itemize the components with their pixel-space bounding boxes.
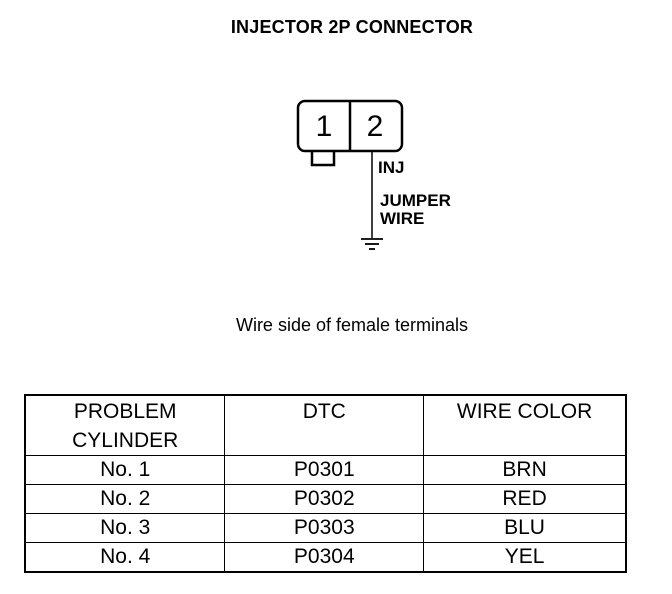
header-wire-color: WIRE COLOR [423,394,627,456]
cell-dtc: P0301 [224,455,425,485]
cell-cylinder: No. 4 [24,542,226,573]
cell-cylinder: No. 1 [24,455,226,485]
pin-1-label: 1 [315,110,333,143]
table-row: No. 4 P0304 YEL [24,542,627,573]
cell-cylinder: No. 2 [24,484,226,514]
inj-label: INJ [378,158,405,177]
pin-2-label: 2 [366,110,384,143]
header-dtc: DTC [224,394,425,456]
cell-dtc: P0304 [224,542,425,573]
jumper-label-line1: JUMPER [380,191,451,210]
cell-wire-color: RED [423,484,627,514]
header-col1-line2: CYLINDER [72,429,179,452]
header-col1-line1: PROBLEM [73,400,177,423]
table-header-row: PROBLEM CYLINDER DTC WIRE COLOR [24,394,627,456]
cell-wire-color: BLU [423,513,627,543]
table-row: No. 3 P0303 BLU [24,513,627,543]
cell-wire-color: YEL [423,542,627,573]
cell-dtc: P0302 [224,484,425,514]
dtc-table: PROBLEM CYLINDER DTC WIRE COLOR No. 1 P0… [24,394,627,573]
ground-icon [361,238,383,250]
jumper-label-line2: WIRE [380,209,425,228]
connector-lock-tab [310,151,336,167]
table-row: No. 2 P0302 RED [24,484,627,514]
cell-wire-color: BRN [423,455,627,485]
cell-cylinder: No. 3 [24,513,226,543]
caption: Wire side of female terminals [235,315,469,335]
connector-diagram [296,99,404,250]
cell-dtc: P0303 [224,513,425,543]
diagram-title: INJECTOR 2P CONNECTOR [230,17,474,37]
table-row: No. 1 P0301 BRN [24,455,627,485]
header-problem-cylinder: PROBLEM CYLINDER [24,394,226,456]
